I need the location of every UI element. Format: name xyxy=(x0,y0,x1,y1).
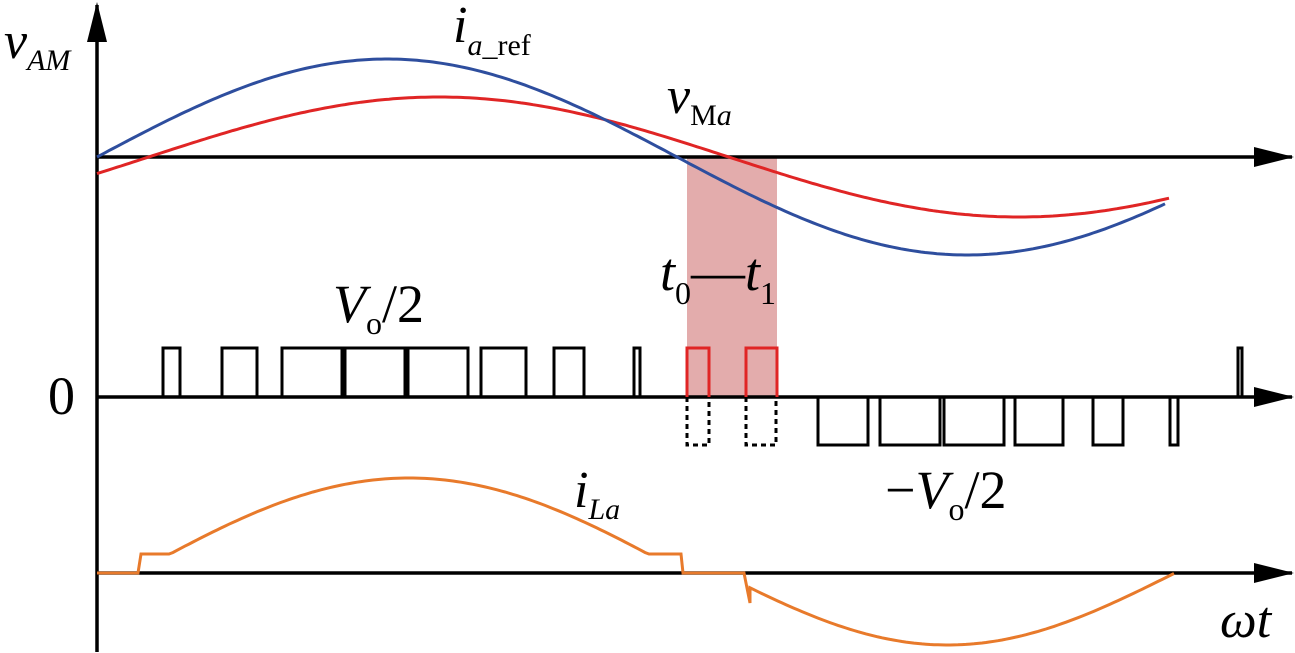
ia-ref-label: ia_ref xyxy=(453,0,531,62)
highlight-band xyxy=(687,157,777,397)
pulse xyxy=(744,346,779,397)
pulse xyxy=(685,397,711,447)
pulse xyxy=(1013,397,1065,447)
vo-half-positive-label: Vo/2 xyxy=(333,274,424,341)
zero-label: 0 xyxy=(48,366,75,426)
vam-label: vAM xyxy=(4,13,72,77)
pulse xyxy=(878,397,942,447)
highlighted-pulse-train xyxy=(685,346,779,397)
vo-half-negative-label: −Vo/2 xyxy=(885,460,1006,527)
pulse xyxy=(343,346,407,397)
pulse xyxy=(1236,346,1244,397)
vma-label: vMa xyxy=(667,68,732,132)
t0-t1-label: t0—t1 xyxy=(660,242,776,311)
pulse xyxy=(744,397,778,447)
pulse xyxy=(161,346,182,397)
ila-curve xyxy=(97,476,1175,647)
omega-t-label: ωt xyxy=(1220,592,1273,649)
negative-pulse-train xyxy=(816,397,1180,447)
pulse xyxy=(280,346,344,397)
pulse xyxy=(942,397,1006,447)
pulse xyxy=(816,397,870,447)
vertical-axis-arrow xyxy=(87,2,107,42)
ia-ref-curve xyxy=(96,57,1166,257)
pulse xyxy=(479,346,528,397)
ila-label: iLa xyxy=(574,462,620,526)
pulse xyxy=(632,346,642,397)
dashed-pulse-train xyxy=(685,397,778,447)
pulse xyxy=(685,346,711,397)
pulse xyxy=(552,346,586,397)
pulse xyxy=(406,346,470,397)
pulse xyxy=(1091,397,1125,447)
pulse xyxy=(1168,397,1180,447)
positive-pulse-train xyxy=(161,346,1244,397)
pulse xyxy=(220,346,259,397)
vma-curve xyxy=(96,95,1170,219)
